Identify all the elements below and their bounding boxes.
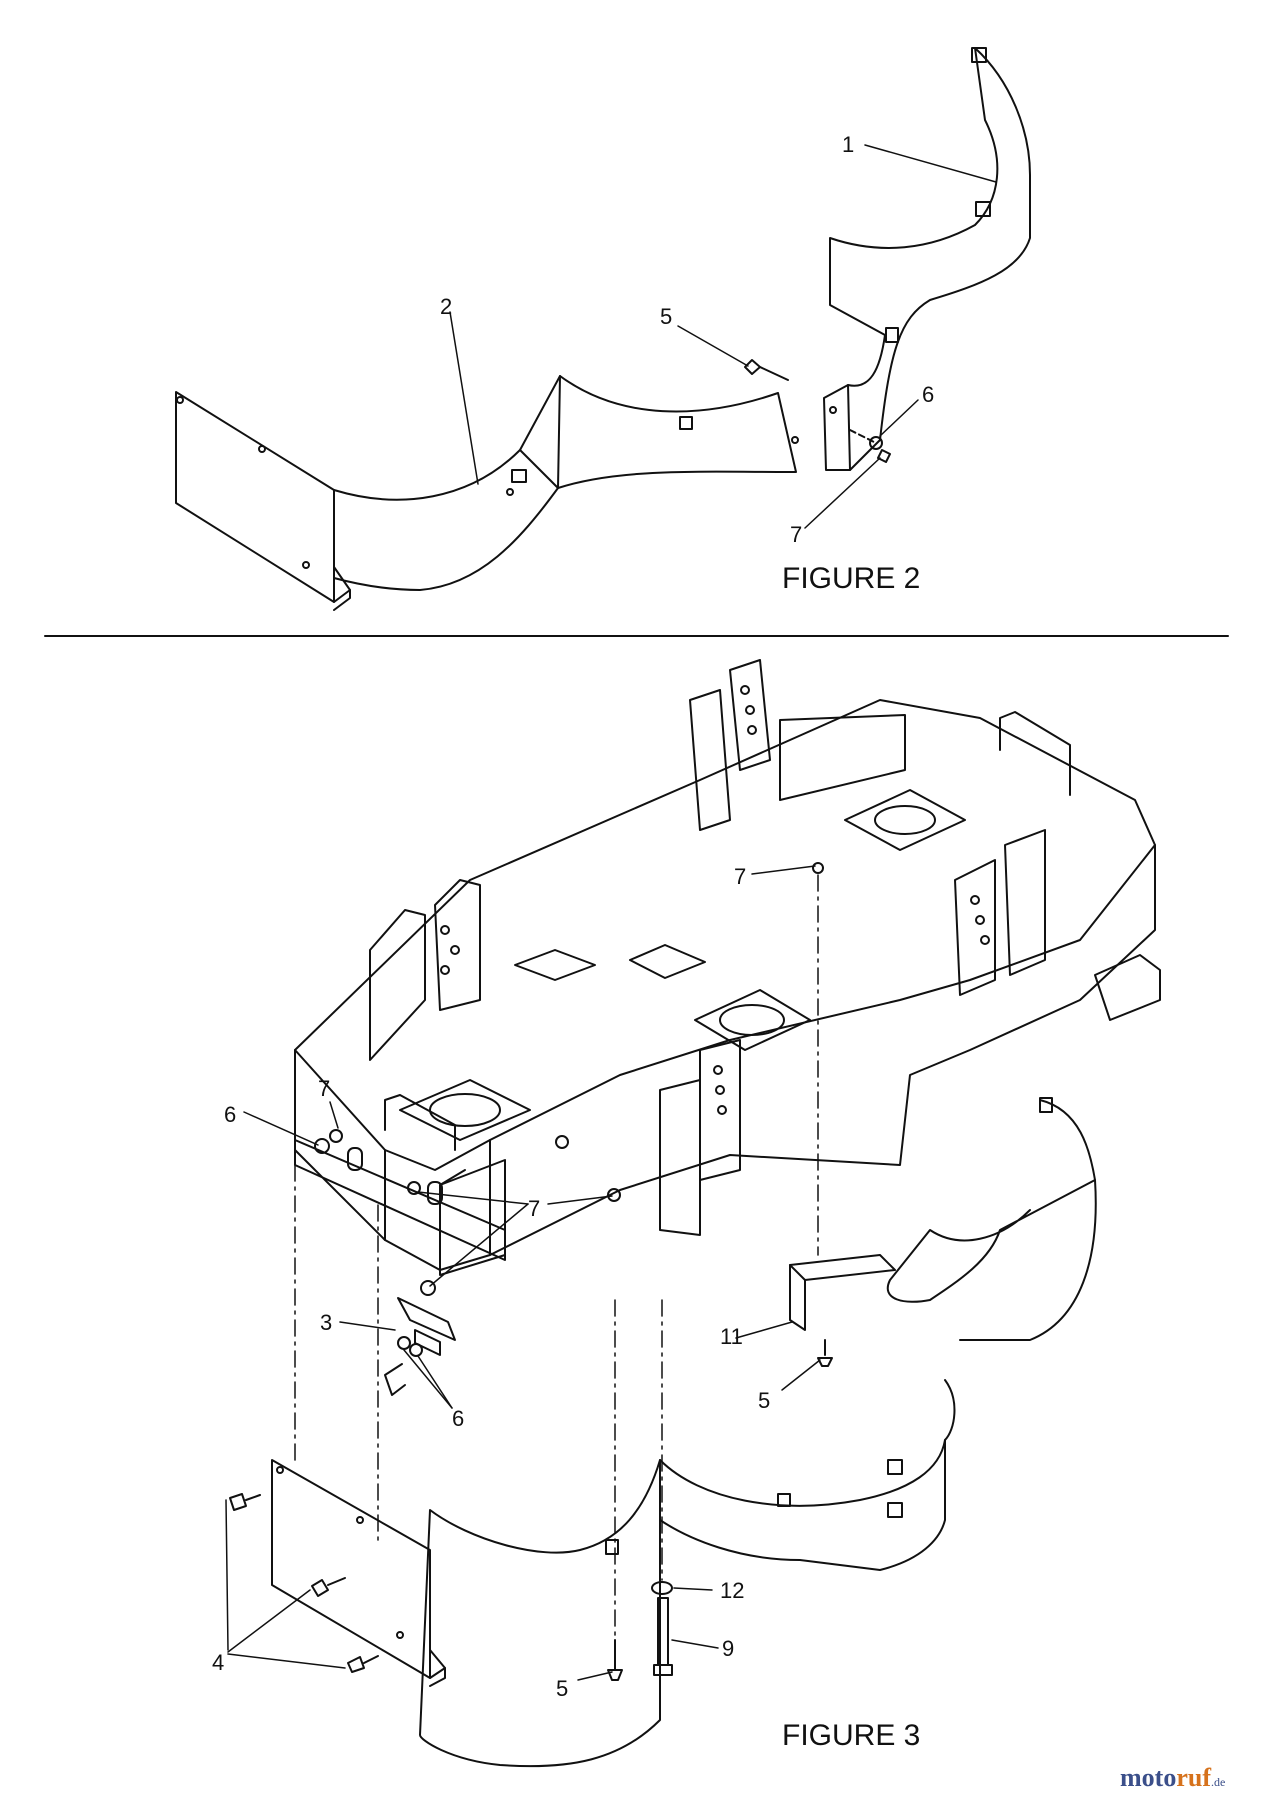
assembly-lines — [294, 874, 819, 1641]
leader-lines — [225, 144, 997, 1681]
front-bumper-rail — [294, 1139, 506, 1261]
lower-baffle — [419, 1459, 661, 1768]
callout-part-5: 5 — [758, 1388, 770, 1413]
callout-part-9: 9 — [722, 1636, 734, 1661]
figure-3-drawing — [229, 659, 1161, 1768]
chute-shield-part-2 — [333, 375, 797, 591]
callout-part-5: 5 — [556, 1676, 568, 1701]
watermark-tld: .de — [1211, 1775, 1225, 1789]
callout-part-6: 6 — [224, 1102, 236, 1127]
callout-part-7: 7 — [790, 522, 802, 547]
motoruf-watermark: motoruf.de — [1120, 1763, 1225, 1792]
callout-part-7: 7 — [528, 1196, 540, 1221]
svg-text:motoruf.de: motoruf.de — [1120, 1763, 1225, 1792]
callout-part-3: 3 — [320, 1310, 332, 1335]
watermark-part-b: ruf — [1176, 1763, 1211, 1792]
figure-3-caption: FIGURE 3 — [782, 1719, 920, 1752]
bracket-part-11 — [789, 1254, 896, 1281]
callout-part-11: 11 — [720, 1324, 743, 1349]
callout-part-1: 1 — [842, 132, 854, 157]
callout-part-5: 5 — [660, 304, 672, 329]
callout-part-2: 2 — [440, 294, 452, 319]
side-baffle — [886, 1099, 1096, 1303]
callout-part-7: 7 — [318, 1076, 330, 1101]
end-plate-fig3 — [271, 1459, 431, 1679]
callout-part-6: 6 — [922, 382, 934, 407]
callout-part-6: 6 — [452, 1406, 464, 1431]
watermark-part-a: moto — [1120, 1763, 1176, 1792]
figure-2-caption: FIGURE 2 — [782, 562, 920, 595]
callout-part-4: 4 — [212, 1650, 224, 1675]
callout-part-12: 12 — [720, 1578, 744, 1603]
baffle-shield-part-1 — [829, 47, 1031, 471]
callout-part-7: 7 — [734, 864, 746, 889]
figure-2-drawing — [175, 47, 1031, 611]
mower-deck-housing — [294, 699, 1156, 1171]
end-plate — [175, 391, 335, 603]
